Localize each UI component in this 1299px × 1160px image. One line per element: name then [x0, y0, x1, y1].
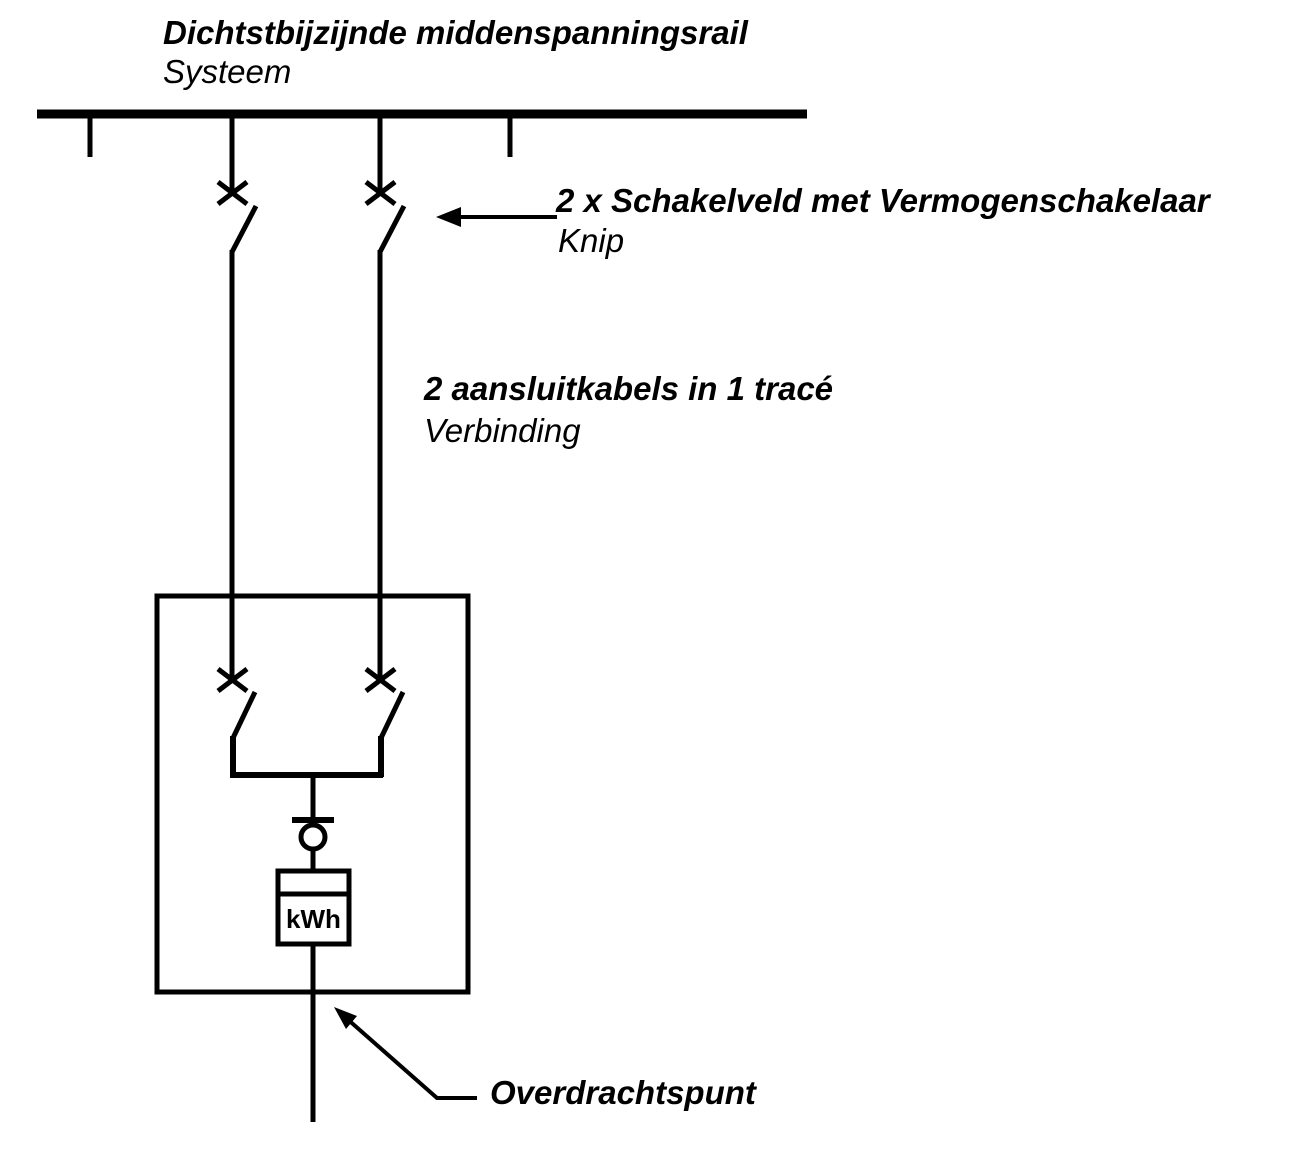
breaker-x-icon — [364, 667, 397, 693]
cable-title: 2 aansluitkabels in 1 tracé — [424, 370, 834, 407]
switch-blade — [229, 204, 259, 254]
kwh-meter-label: kWh — [286, 904, 341, 934]
switchfield-title: 2 x Schakelveld met Vermogenschakelaar — [556, 182, 1210, 219]
switch-blade — [230, 690, 258, 740]
breaker-x-icon — [364, 180, 397, 206]
callout-arrow-switchfield — [436, 207, 557, 227]
disconnector-icon — [292, 817, 334, 872]
busbar-title: Dichtstbijzijnde middenspanningsrail — [163, 14, 748, 51]
collector-bar — [230, 772, 383, 821]
cable-subtitle: Verbinding — [424, 412, 581, 449]
callout-arrow-transfer — [334, 1007, 477, 1100]
feeder-left — [216, 116, 259, 777]
breaker-x-icon — [216, 180, 249, 206]
feeder-right — [364, 116, 407, 777]
breaker-x-icon — [216, 667, 249, 693]
busbar-subtitle: Systeem — [163, 53, 292, 90]
transfer-point-title: Overdrachtspunt — [490, 1074, 756, 1111]
switchfield-subtitle: Knip — [558, 222, 625, 259]
switch-blade — [378, 690, 406, 740]
switch-blade — [377, 204, 407, 254]
